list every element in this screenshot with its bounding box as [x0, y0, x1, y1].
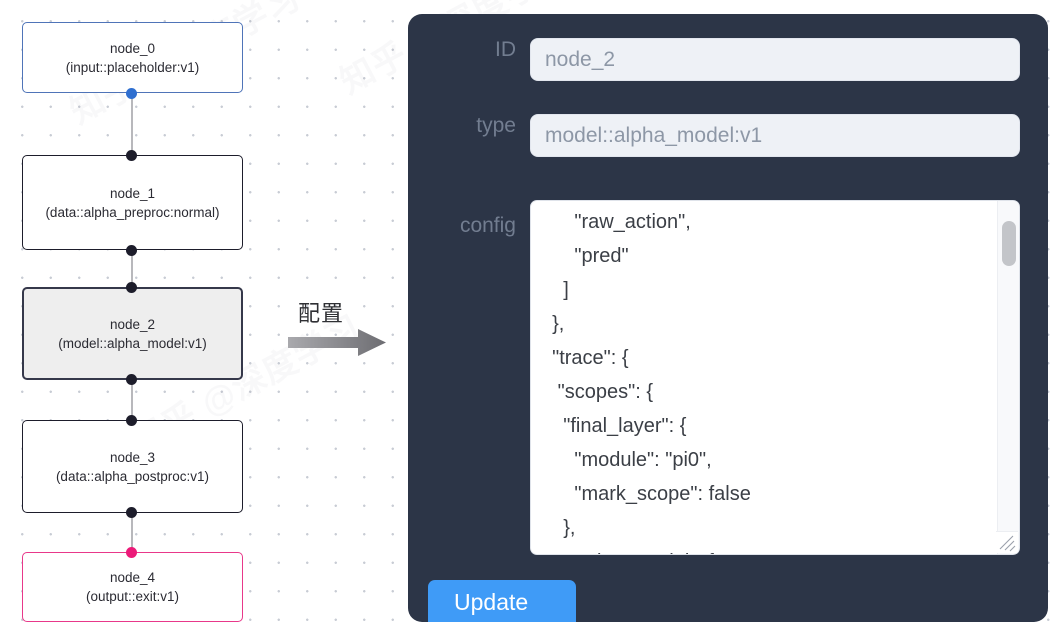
transition-label: 配置 [298, 302, 345, 327]
id-field-label: ID [495, 38, 516, 61]
edge-node3-node4 [131, 508, 133, 557]
graph-node-node_0[interactable]: node_0 (input::placeholder:v1) [22, 22, 243, 93]
graph-node-node_1[interactable]: node_1 (data::alpha_preproc:normal) [22, 155, 243, 250]
config-textarea[interactable]: "raw_action", "pred" ] }, "trace": { "sc… [552, 211, 751, 554]
node-config-panel: ID node_2 type model::alpha_model:v1 con… [408, 14, 1048, 622]
graph-node-label: node_1 (data::alpha_preproc:normal) [45, 185, 220, 220]
node-port-out-node_0[interactable] [126, 88, 137, 99]
node-port-in-node_4[interactable] [126, 547, 137, 558]
resize-handle-icon[interactable] [996, 531, 1018, 553]
node-port-in-node_1[interactable] [126, 150, 137, 161]
graph-node-label: node_2 (model::alpha_model:v1) [58, 316, 207, 351]
node-port-in-node_3[interactable] [126, 415, 137, 426]
edge-node0-node1 [131, 88, 133, 160]
node-port-out-node_3[interactable] [126, 507, 137, 518]
field-row-id: ID node_2 [408, 38, 1048, 81]
graph-node-label: node_0 (input::placeholder:v1) [65, 40, 200, 75]
field-row-type: type model::alpha_model:v1 [408, 114, 1048, 157]
graph-node-node_4[interactable]: node_4 (output::exit:v1) [22, 552, 243, 622]
config-scrollbar-track[interactable] [997, 201, 1019, 554]
config-scrollbar-thumb[interactable] [1002, 221, 1016, 266]
node-port-out-node_2[interactable] [126, 374, 137, 385]
type-input[interactable]: model::alpha_model:v1 [530, 114, 1020, 157]
config-textarea-wrapper[interactable]: "raw_action", "pred" ] }, "trace": { "sc… [530, 200, 1020, 555]
node-port-in-node_2[interactable] [126, 282, 137, 293]
config-field-label: config [459, 214, 516, 237]
right-arrow-icon [288, 329, 386, 356]
edge-node1-node2 [131, 245, 133, 292]
graph-node-node_3[interactable]: node_3 (data::alpha_postproc:v1) [22, 420, 243, 513]
field-row-config: config "raw_action", "pred" ] }, "trace"… [408, 200, 1048, 555]
node-port-out-node_1[interactable] [126, 245, 137, 256]
update-button[interactable]: Update [428, 580, 576, 622]
graph-node-label: node_3 (data::alpha_postproc:v1) [55, 449, 210, 484]
edge-node2-node3 [131, 375, 133, 425]
graph-node-node_2[interactable]: node_2 (model::alpha_model:v1) [22, 287, 243, 380]
transition-arrow-group: 配置 [288, 296, 398, 358]
id-input[interactable]: node_2 [530, 38, 1020, 81]
graph-node-label: node_4 (output::exit:v1) [85, 570, 180, 604]
type-field-label: type [476, 114, 516, 137]
